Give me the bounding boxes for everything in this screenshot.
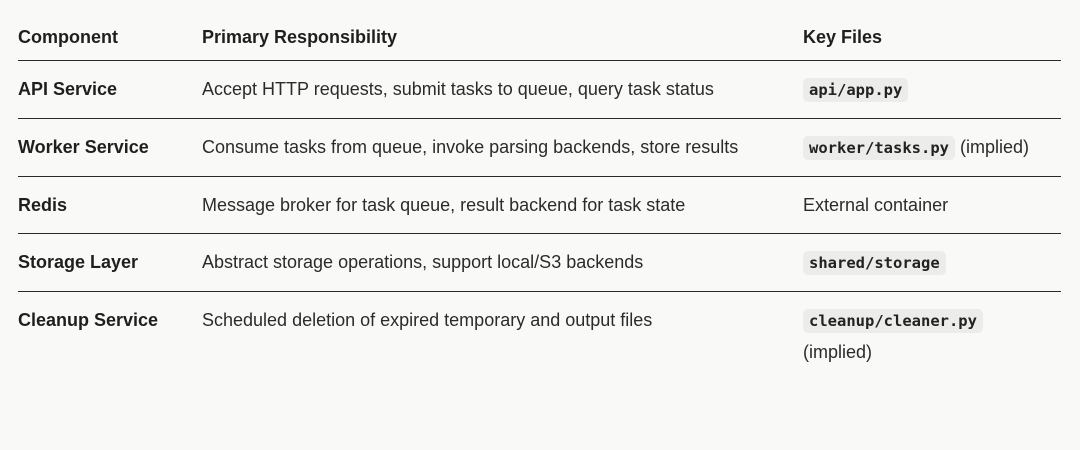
- components-table: Component Primary Responsibility Key Fil…: [18, 14, 1061, 380]
- file-note: (implied): [803, 342, 873, 362]
- table-row: Worker Service Consume tasks from queue,…: [18, 118, 1061, 177]
- cell-responsibility: Accept HTTP requests, submit tasks to qu…: [202, 60, 803, 119]
- cell-key-files: cleanup/cleaner.py (implied): [803, 292, 1061, 381]
- file-note: External container: [803, 195, 949, 215]
- cell-component: Storage Layer: [18, 233, 202, 292]
- header-row: Component Primary Responsibility Key Fil…: [18, 14, 1061, 61]
- file-path-code: api/app.py: [803, 78, 909, 102]
- header-key-files: Key Files: [803, 14, 1061, 61]
- cell-responsibility: Consume tasks from queue, invoke parsing…: [202, 118, 803, 177]
- table-row: Storage Layer Abstract storage operation…: [18, 233, 1061, 292]
- cell-responsibility: Abstract storage operations, support loc…: [202, 233, 803, 292]
- header-responsibility: Primary Responsibility: [202, 14, 803, 61]
- cell-key-files: api/app.py: [803, 60, 1061, 119]
- file-path-code: cleanup/cleaner.py: [803, 309, 983, 333]
- file-note: (implied): [960, 137, 1030, 157]
- cell-component: Cleanup Service: [18, 310, 159, 330]
- cell-responsibility: Scheduled deletion of expired temporary …: [202, 310, 653, 330]
- cell-responsibility: Message broker for task queue, result ba…: [202, 176, 803, 234]
- table-row: API Service Accept HTTP requests, submit…: [18, 60, 1061, 119]
- cell-component: API Service: [18, 60, 202, 119]
- header-component: Component: [18, 14, 202, 61]
- cell-key-files: External container: [803, 176, 1061, 234]
- table-row: Cleanup Service Scheduled deletion of ex…: [18, 292, 1061, 381]
- cell-key-files: worker/tasks.py (implied): [803, 118, 1061, 177]
- table-row: Redis Message broker for task queue, res…: [18, 176, 1061, 234]
- table-body: API Service Accept HTTP requests, submit…: [18, 60, 1061, 381]
- table-header: Component Primary Responsibility Key Fil…: [18, 14, 1061, 61]
- file-path-code: shared/storage: [803, 251, 946, 275]
- cell-key-files: shared/storage: [803, 233, 1061, 292]
- file-path-code: worker/tasks.py: [803, 136, 955, 160]
- cell-component: Redis: [18, 176, 202, 234]
- cell-component: Worker Service: [18, 118, 202, 177]
- components-table-container: Component Primary Responsibility Key Fil…: [18, 14, 1061, 380]
